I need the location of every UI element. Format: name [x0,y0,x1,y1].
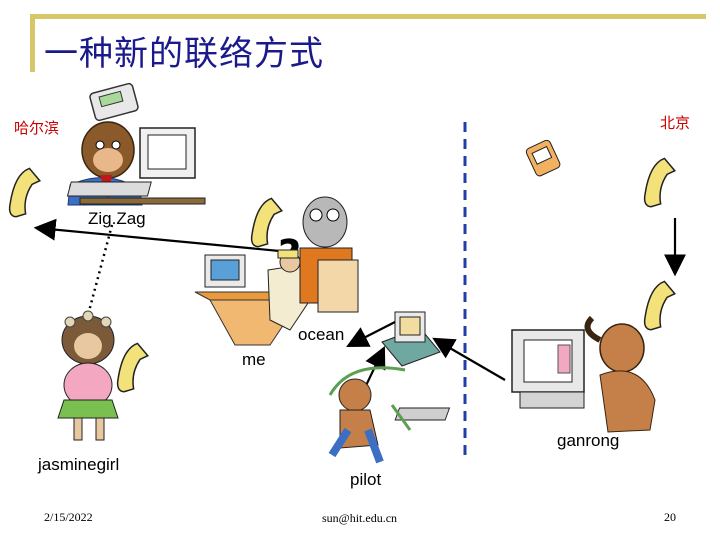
ocean-figure [300,197,358,312]
label-zigzag: Zig.Zag [88,209,146,229]
mobile-phone-icon [525,139,561,177]
jasminegirl-figure [58,311,118,440]
telephone-icon-right-bottom [640,279,678,334]
telephone-icon-right-top [640,156,678,211]
label-pilot: pilot [350,470,381,490]
center-desk-figure [195,250,310,345]
jasminegirl-link-dotted [88,225,112,315]
footer-page-number: 20 [664,510,676,525]
ganrong-monkey-figure [588,318,656,432]
label-ocean: ocean [298,325,344,345]
telephone-icon-left [5,166,43,221]
ganrong-message-arrow [436,340,505,380]
label-jasminegirl: jasminegirl [38,455,119,475]
label-me: me [242,350,266,370]
label-ganrong: ganrong [557,431,619,451]
relay-computer-icon [382,312,440,366]
footer-email: sun@hit.edu.cn [322,511,397,526]
pilot-figure [330,368,410,462]
footer-date: 2/15/2022 [44,510,93,525]
pager-icon [89,83,139,121]
telephone-icon-jasmine [113,341,151,396]
